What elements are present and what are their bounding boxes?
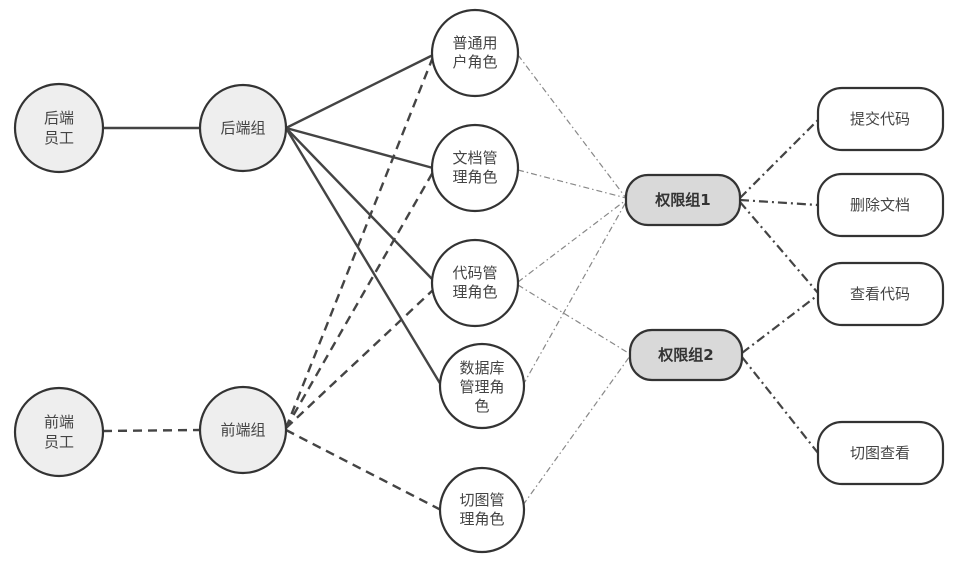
edge-frontend-normal — [284, 56, 435, 429]
edge-db-pg1 — [522, 201, 627, 386]
node-frontend-group[interactable]: 前端组 — [198, 385, 288, 475]
label: 色 — [474, 397, 489, 415]
edge-pg2-slice — [741, 356, 819, 454]
label: 员工 — [44, 433, 74, 451]
label: 理角色 — [452, 168, 497, 186]
node-role-code-admin[interactable]: 代码管理角色 — [430, 238, 520, 328]
edges — [102, 53, 819, 512]
label: 后端组 — [220, 119, 265, 137]
edge-pg2-view-code — [741, 294, 819, 354]
label: 普通用 — [452, 34, 497, 52]
svg-text:切图管理角色: 切图管理角色 — [459, 491, 504, 528]
edge-backend-normal — [285, 53, 434, 130]
svg-text:普通用户角色: 普通用户角色 — [452, 34, 497, 71]
node-backend-employee[interactable]: 后端员工 — [13, 82, 105, 174]
node-permission-view-code[interactable]: 查看代码 — [816, 261, 945, 327]
edge-slice-pg2 — [522, 355, 631, 506]
node-permission-group-2[interactable]: 权限组2 — [628, 328, 744, 382]
node-permission-view-slice[interactable]: 切图查看 — [816, 420, 945, 486]
svg-text:数据库管理角色: 数据库管理角色 — [459, 359, 504, 415]
label: 权限组2 — [657, 346, 713, 364]
label: 文档管 — [452, 149, 497, 167]
label: 切图管 — [459, 491, 504, 509]
edge-backend-db — [284, 127, 443, 386]
label: 权限组1 — [654, 191, 710, 209]
node-role-slice-admin[interactable]: 切图管理角色 — [438, 466, 526, 554]
node-permission-group-1[interactable]: 权限组1 — [624, 173, 742, 227]
edge-doc-pg1 — [517, 169, 627, 199]
label: 理角色 — [459, 510, 504, 528]
edge-normal-pg1 — [517, 54, 627, 199]
label: 前端组 — [220, 421, 265, 439]
label: 户角色 — [452, 53, 497, 71]
edge-code-pg1 — [517, 199, 627, 283]
edge-pg1-delete — [739, 198, 819, 207]
edge-frontend-employee-group — [102, 428, 201, 433]
label: 删除文档 — [850, 196, 910, 214]
node-frontend-employee[interactable]: 前端员工 — [13, 386, 105, 478]
label: 数据库 — [459, 359, 504, 377]
label: 查看代码 — [850, 285, 910, 303]
label: 代码管 — [452, 264, 497, 282]
node-role-doc-admin[interactable]: 文档管理角色 — [430, 123, 520, 213]
edge-backend-code — [285, 127, 434, 281]
label: 提交代码 — [850, 110, 910, 128]
edge-backend-doc — [285, 126, 434, 170]
svg-text:后端员工: 后端员工 — [44, 109, 74, 147]
label: 前端 — [44, 413, 74, 431]
label: 切图查看 — [850, 444, 910, 462]
label: 员工 — [44, 129, 74, 147]
node-role-normal-user[interactable]: 普通用户角色 — [430, 8, 520, 98]
edge-frontend-code — [285, 289, 434, 429]
label: 理角色 — [452, 283, 497, 301]
edge-pg1-view-code — [739, 201, 819, 294]
edge-code-pg2 — [517, 284, 631, 355]
node-backend-group[interactable]: 后端组 — [198, 83, 288, 173]
svg-text:文档管理角色: 文档管理角色 — [452, 149, 497, 186]
edge-frontend-slice — [285, 428, 442, 512]
label: 后端 — [44, 109, 74, 127]
svg-text:代码管理角色: 代码管理角色 — [452, 264, 497, 301]
label: 管理角 — [459, 378, 504, 396]
node-permission-submit-code[interactable]: 提交代码 — [816, 86, 945, 152]
edge-pg1-submit — [739, 119, 819, 199]
node-permission-delete-doc[interactable]: 删除文档 — [816, 172, 945, 238]
node-role-db-admin[interactable]: 数据库管理角色 — [438, 342, 526, 430]
svg-text:前端员工: 前端员工 — [44, 413, 74, 451]
edge-frontend-doc — [284, 171, 435, 429]
